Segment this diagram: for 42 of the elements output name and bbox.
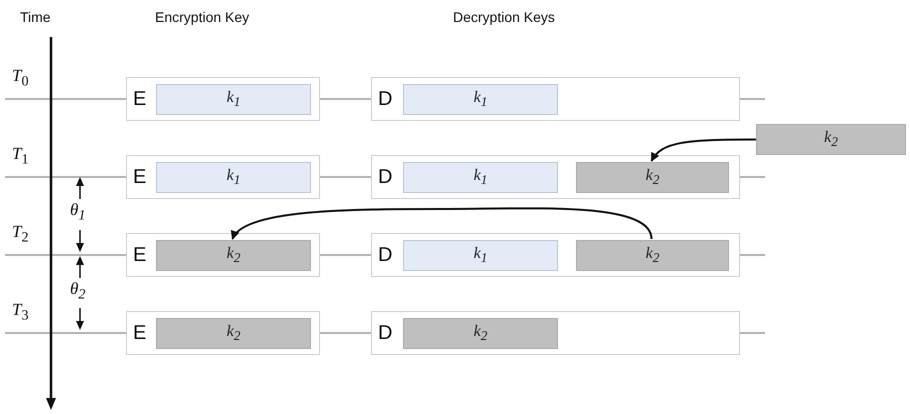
key-slot-frame: [126, 155, 320, 199]
key-slot-frame: [371, 77, 740, 121]
key-block: k$_{2}$: [403, 318, 558, 349]
key-block: k$_{2}$: [156, 318, 311, 349]
key-block: k$_{2}$: [756, 124, 906, 155]
slot-letter: E: [133, 245, 146, 265]
key-block: k$_{2}$: [576, 162, 729, 193]
slot-letter: D: [378, 245, 392, 265]
key-slot-frame: [371, 311, 740, 355]
key-slot-frame: [126, 311, 320, 355]
key-block: k$_{1}$: [156, 84, 311, 115]
connector-line: [320, 98, 371, 100]
key-slot-frame: [371, 233, 740, 277]
key-block: k$_{1}$: [403, 240, 558, 271]
key-block: k$_{2}$: [576, 240, 729, 271]
connector-line: [320, 176, 371, 178]
column-heading: Time: [20, 9, 51, 25]
column-heading: Decryption Keys: [453, 9, 555, 25]
time-label: T$_{3}$: [12, 300, 29, 324]
arrow: [650, 138, 756, 162]
interval-label: θ$_{2}$: [70, 279, 86, 304]
key-slot-frame: [371, 155, 740, 199]
slot-letter: D: [378, 167, 392, 187]
key-slot-frame: [126, 77, 320, 121]
time-label: T$_{1}$: [12, 144, 29, 168]
connector-line: [320, 332, 371, 334]
slot-letter: D: [378, 89, 392, 109]
interval-label: θ$_{1}$: [70, 200, 86, 224]
slot-letter: E: [133, 323, 146, 343]
key-block: k$_{1}$: [156, 162, 311, 193]
key-slot-frame: [126, 233, 320, 277]
key-block: k$_{1}$: [403, 162, 558, 193]
connector-line: [320, 254, 371, 256]
slot-letter: E: [133, 167, 146, 187]
slot-letter: D: [378, 323, 392, 343]
key-block: k$_{2}$: [156, 240, 311, 271]
time-label: T$_{0}$: [12, 66, 29, 90]
arrow: [232, 207, 652, 240]
column-heading: Encryption Key: [155, 9, 250, 25]
time-label: T$_{2}$: [12, 222, 29, 246]
key-block: k$_{1}$: [403, 84, 558, 115]
slot-letter: E: [133, 89, 146, 109]
